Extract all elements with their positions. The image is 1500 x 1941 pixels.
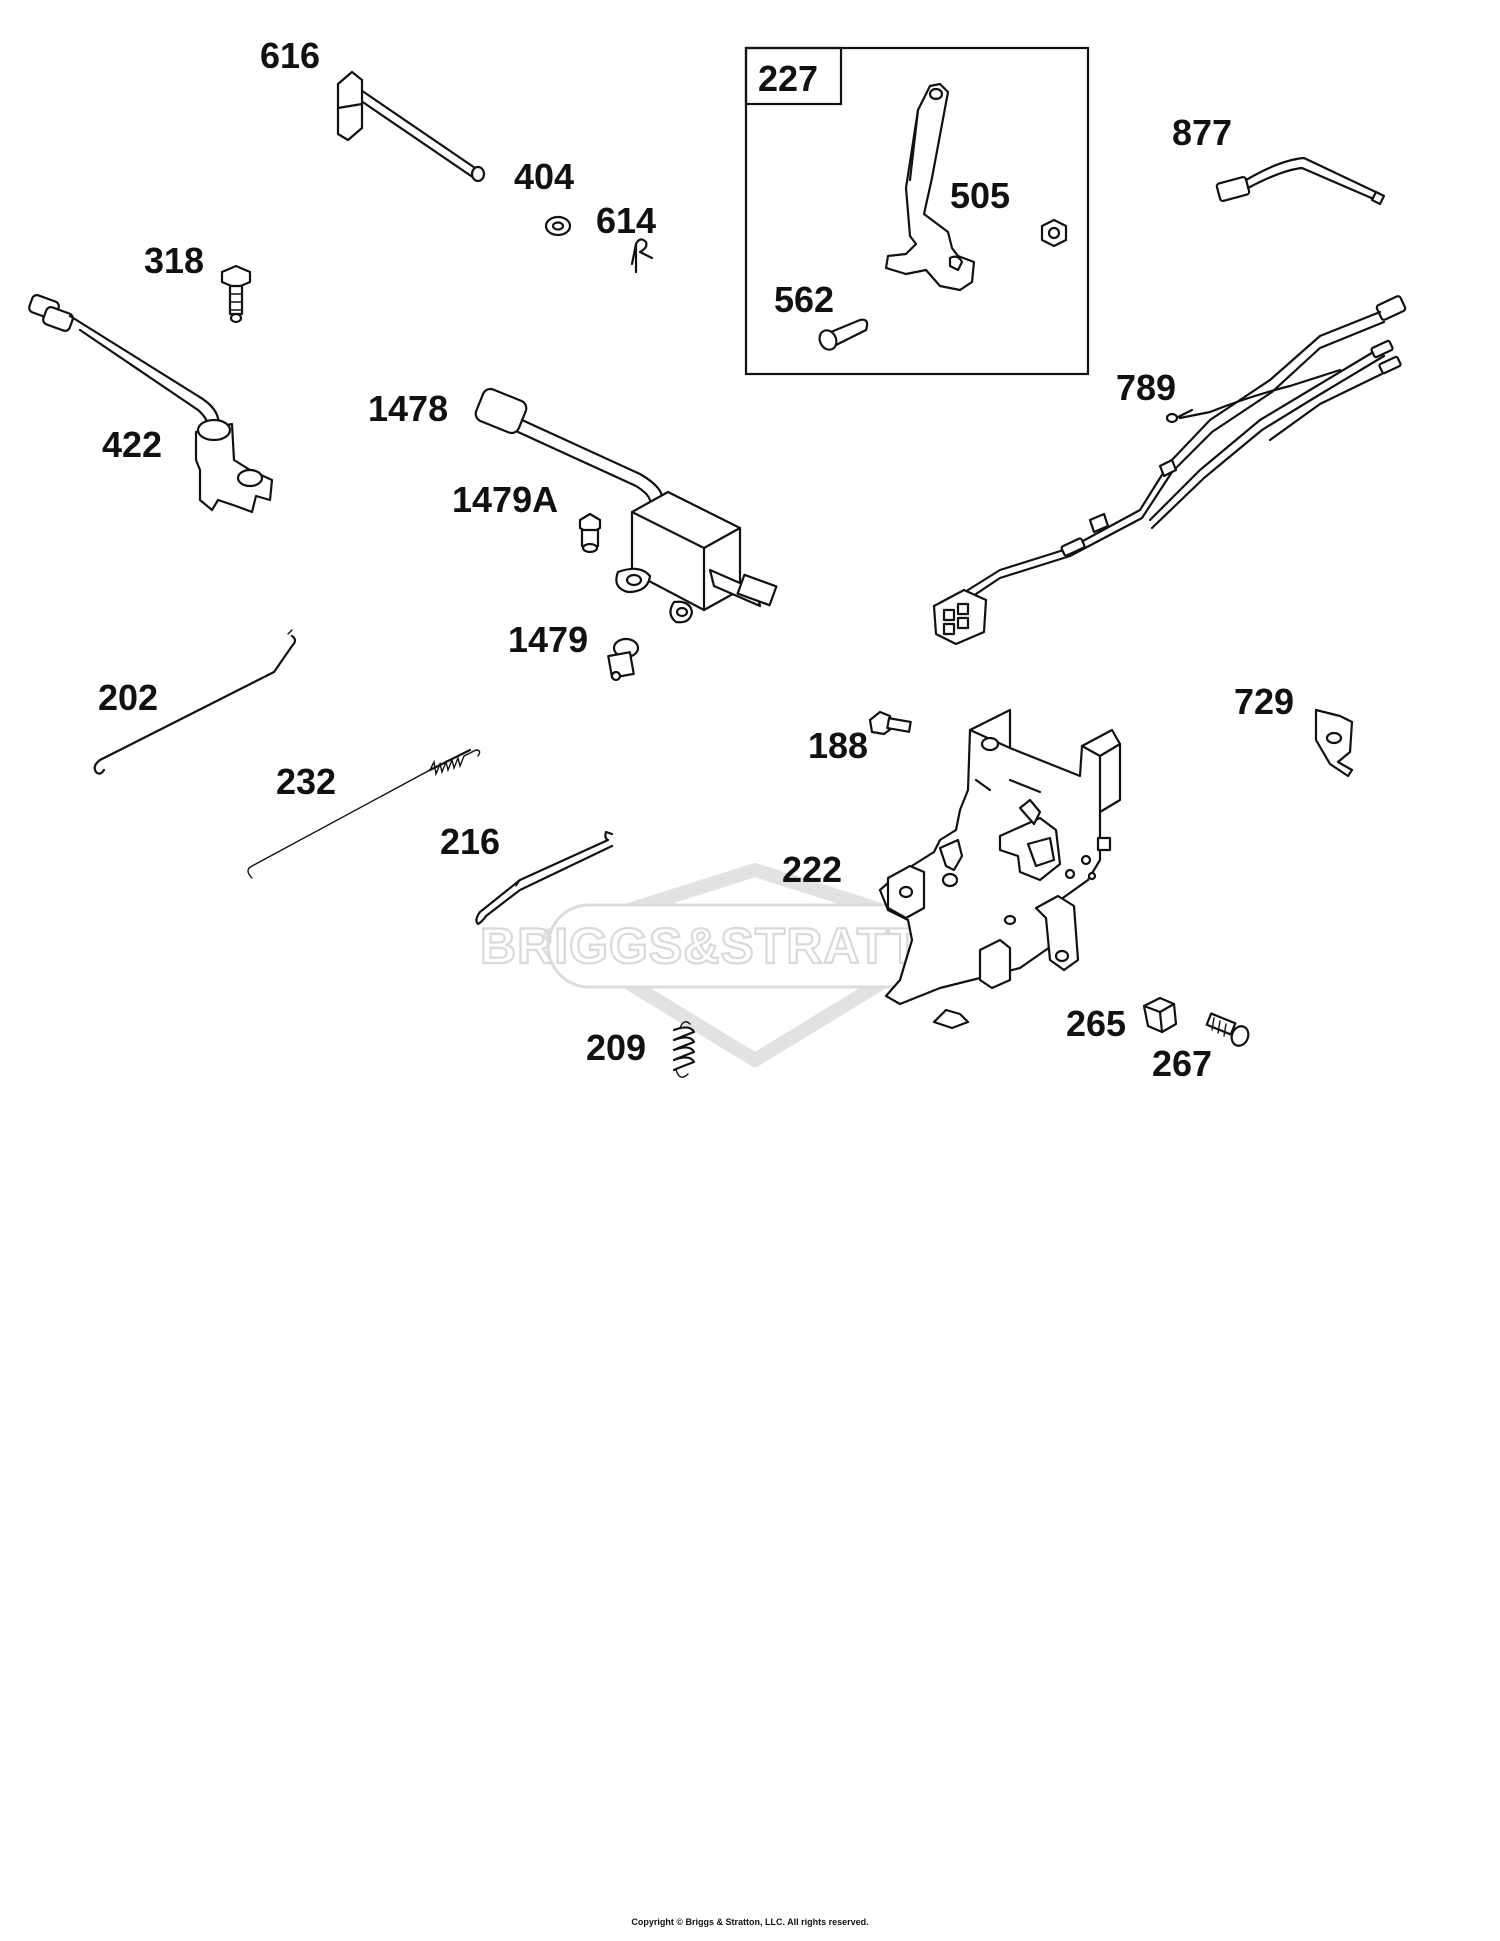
callout-789: 789 xyxy=(1116,367,1176,408)
part-877-wire xyxy=(1215,156,1386,206)
callout-232: 232 xyxy=(276,761,336,802)
part-209-spring xyxy=(672,1021,696,1078)
part-318-bolt xyxy=(220,264,252,324)
callout-616: 616 xyxy=(260,35,320,76)
callout-614: 614 xyxy=(596,200,656,241)
callout-188: 188 xyxy=(808,725,868,766)
callout-422: 422 xyxy=(102,424,162,465)
callout-267: 267 xyxy=(1152,1043,1212,1084)
part-265-clip xyxy=(1142,996,1178,1034)
callout-1478: 1478 xyxy=(368,388,448,429)
callout-729: 729 xyxy=(1234,681,1294,722)
part-422-sensor xyxy=(28,294,274,514)
callout-404: 404 xyxy=(514,156,574,197)
part-1479-screw xyxy=(607,637,640,682)
part-616-shaft xyxy=(336,70,486,183)
part-614-clip xyxy=(630,238,654,274)
part-227-lever xyxy=(884,82,976,292)
callout-227: 227 xyxy=(758,58,818,99)
callout-505: 505 xyxy=(950,175,1010,216)
part-267-screw xyxy=(1205,1012,1250,1047)
callout-877: 877 xyxy=(1172,112,1232,153)
callout-265: 265 xyxy=(1066,1003,1126,1044)
callout-222: 222 xyxy=(782,849,842,890)
callout-318: 318 xyxy=(144,240,204,281)
callout-202: 202 xyxy=(98,677,158,718)
part-188-bolt xyxy=(868,710,912,736)
part-1479A-screw xyxy=(578,512,602,554)
part-1478-solenoid xyxy=(474,387,778,624)
callout-209: 209 xyxy=(586,1027,646,1068)
part-729-bracket xyxy=(1314,708,1354,778)
part-505-nut xyxy=(1040,218,1068,248)
part-789-harness xyxy=(932,295,1407,646)
part-216-bent-rod xyxy=(475,830,614,926)
kit-227-box xyxy=(744,46,1090,376)
part-562-pin xyxy=(818,318,869,351)
callout-1479A: 1479A xyxy=(452,479,558,520)
part-404-washer xyxy=(544,215,572,237)
part-202-rod xyxy=(93,629,297,775)
part-232-spring-rod xyxy=(247,748,481,879)
copyright-notice: Copyright © Briggs & Stratton, LLC. All … xyxy=(631,1917,869,1927)
callout-labels: 616 404 614 318 422 227 505 562 877 789 … xyxy=(98,35,1294,1084)
part-222-bracket xyxy=(878,708,1122,1030)
callout-1479: 1479 xyxy=(508,619,588,660)
callout-216: 216 xyxy=(440,821,500,862)
callout-562: 562 xyxy=(774,279,834,320)
spring-coils xyxy=(429,755,465,777)
